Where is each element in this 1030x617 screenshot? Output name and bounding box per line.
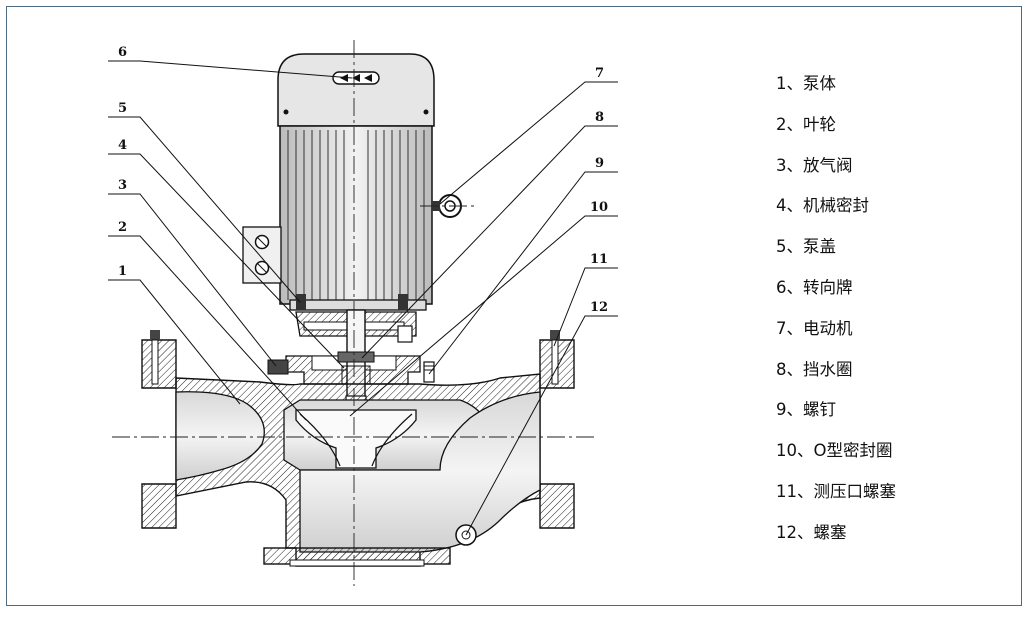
- legend-item: 8、挡水圈: [776, 359, 853, 379]
- callout-5: 5: [118, 101, 127, 116]
- callout-7: 7: [595, 66, 604, 81]
- legend-item: 6、转向牌: [776, 277, 853, 297]
- parts-legend: 1、泵体 2、叶轮 3、放气阀 4、机械密封 5、泵盖 6、转向牌 7、电动机 …: [776, 72, 896, 562]
- callout-8: 8: [595, 110, 604, 125]
- callout-leaders: [108, 60, 618, 536]
- legend-item: 12、螺塞: [776, 522, 847, 542]
- legend-item: 4、机械密封: [776, 196, 869, 216]
- diagram-frame: [6, 6, 1022, 606]
- legend-item: 1、泵体: [776, 74, 836, 93]
- callout-6: 6: [118, 45, 127, 60]
- callout-10: 10: [590, 200, 608, 215]
- callout-1: 1: [118, 264, 127, 279]
- legend-item: 7、电动机: [776, 318, 853, 338]
- legend-item: 2、叶轮: [776, 114, 836, 134]
- callout-4: 4: [118, 138, 127, 153]
- callout-9: 9: [595, 156, 604, 171]
- centerlines: [112, 40, 594, 586]
- legend-item: 5、泵盖: [776, 237, 836, 257]
- pump-body: [141, 330, 575, 567]
- callout-3: 3: [118, 178, 127, 193]
- callout-numbers: 6 5 4 3 2 1 7 8 9 10 11 12: [118, 45, 608, 315]
- rotation-direction-plate: [332, 71, 380, 85]
- callout-12: 12: [590, 300, 608, 315]
- legend-item: 11、测压口螺塞: [776, 481, 896, 501]
- legend-item: 10、O型密封圈: [776, 441, 893, 461]
- legend-item: 9、螺钉: [776, 400, 836, 420]
- callout-11: 11: [590, 252, 608, 267]
- motor: [242, 53, 462, 311]
- legend-item: 3、放气阀: [776, 155, 853, 175]
- callout-2: 2: [118, 220, 127, 235]
